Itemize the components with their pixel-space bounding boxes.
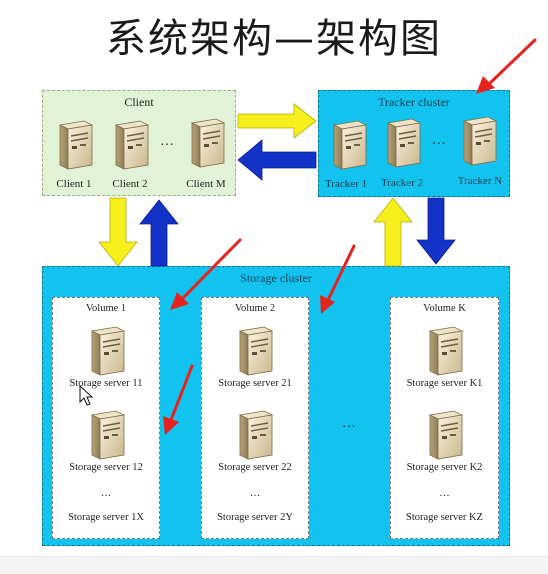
client-label: Client M (186, 178, 226, 190)
tracker-ellipsis: … (432, 133, 446, 148)
storage-server-label: Storage server K2 (406, 462, 483, 473)
tracker-label: Tracker 1 (324, 178, 368, 190)
tracker-label: Tracker 2 (380, 177, 424, 189)
red-annotation-arrows (163, 38, 537, 435)
annotation-arrow (163, 364, 194, 435)
volume-heading: Volume K (423, 303, 466, 314)
storage-heading: Storage cluster (240, 271, 312, 285)
storage-server-label: Storage server 21 (218, 378, 292, 389)
volume-dots: … (100, 488, 112, 499)
storage-server-label: Storage server 1X (68, 512, 144, 523)
tracker-label: Tracker N (457, 175, 503, 187)
client-heading: Client (124, 95, 154, 109)
page-title: 系统架构—架构图 (106, 16, 442, 62)
arrow-client-to-storage (98, 197, 138, 267)
arrow-storage-to-client (139, 199, 179, 267)
storage-server-label: Storage server 2Y (217, 512, 293, 523)
client-label: Client 1 (56, 178, 92, 190)
storage-server-label: Storage server KZ (406, 512, 483, 523)
storage-server-label: Storage server 11 (69, 378, 143, 389)
storage-server-label: Storage server K1 (406, 378, 483, 389)
arrow-tracker-to-client (237, 139, 317, 181)
volume-heading: Volume 2 (234, 303, 276, 314)
arrow-client-to-tracker (237, 103, 317, 139)
storage-server-label: Storage server 22 (218, 462, 292, 473)
arrow-tracker-to-storage (416, 197, 456, 265)
annotation-arrow (170, 238, 242, 310)
arrow-storage-to-tracker (373, 197, 413, 267)
bottom-scroll-strip (0, 556, 548, 574)
mouse-cursor-icon (79, 384, 94, 406)
annotation-arrow (476, 38, 537, 94)
volume-dots: … (439, 488, 450, 499)
storage-server-label: Storage server 12 (69, 462, 143, 473)
annotation-arrow (320, 244, 356, 314)
volume-heading: Volume 1 (85, 303, 127, 314)
storage-ellipsis: … (342, 416, 356, 431)
client-ellipsis: … (160, 134, 174, 149)
client-label: Client 2 (112, 178, 148, 190)
volume-dots: … (249, 488, 261, 499)
tracker-heading: Tracker cluster (378, 95, 450, 109)
